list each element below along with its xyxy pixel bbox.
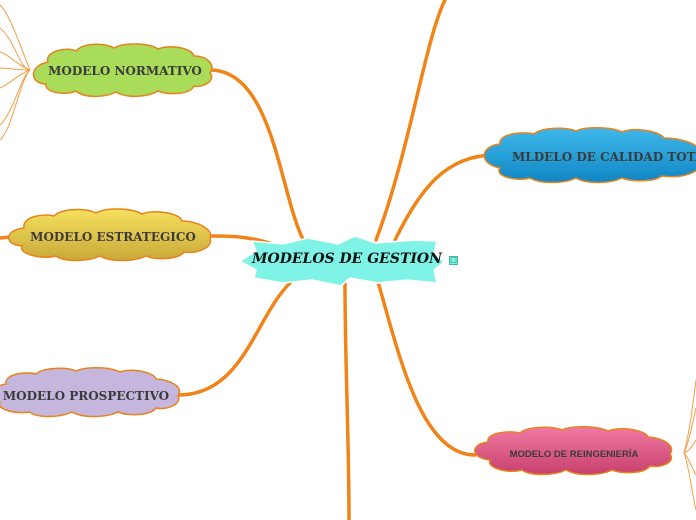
connector-calidad <box>393 153 497 242</box>
cloud-estrategico[interactable] <box>8 208 212 262</box>
central-node-label[interactable]: MODELOS DE GESTION <box>252 251 442 267</box>
connector-bottom-branch <box>343 282 351 520</box>
node-label-normativo[interactable]: MODELO NORMATIVO <box>48 64 202 78</box>
cloud-normativo[interactable] <box>32 43 213 98</box>
cloud-prospectivo[interactable] <box>0 367 181 418</box>
node-label-estrategico[interactable]: MODELO ESTRATEGICO <box>30 230 196 244</box>
node-label-prospectivo[interactable]: MODELO PROSPECTIVO <box>2 389 170 403</box>
sub-branches <box>0 4 696 511</box>
node-label-calidad[interactable]: MLDELO DE CALIDAD TOTAL <box>512 150 696 164</box>
central-node-shape[interactable] <box>238 235 446 287</box>
connector-prospectivo <box>176 279 294 397</box>
connector-reingenieria <box>376 280 477 457</box>
connector-top-branch <box>374 0 447 242</box>
connector-normativo <box>208 68 307 245</box>
cloud-reingenieria[interactable] <box>474 426 673 476</box>
connectors <box>0 0 497 520</box>
note-icon[interactable]: □ <box>449 256 458 265</box>
cloud-calidad[interactable] <box>483 127 696 184</box>
node-label-reingenieria[interactable]: MODELO DE REINGENIERÍA <box>509 449 639 460</box>
